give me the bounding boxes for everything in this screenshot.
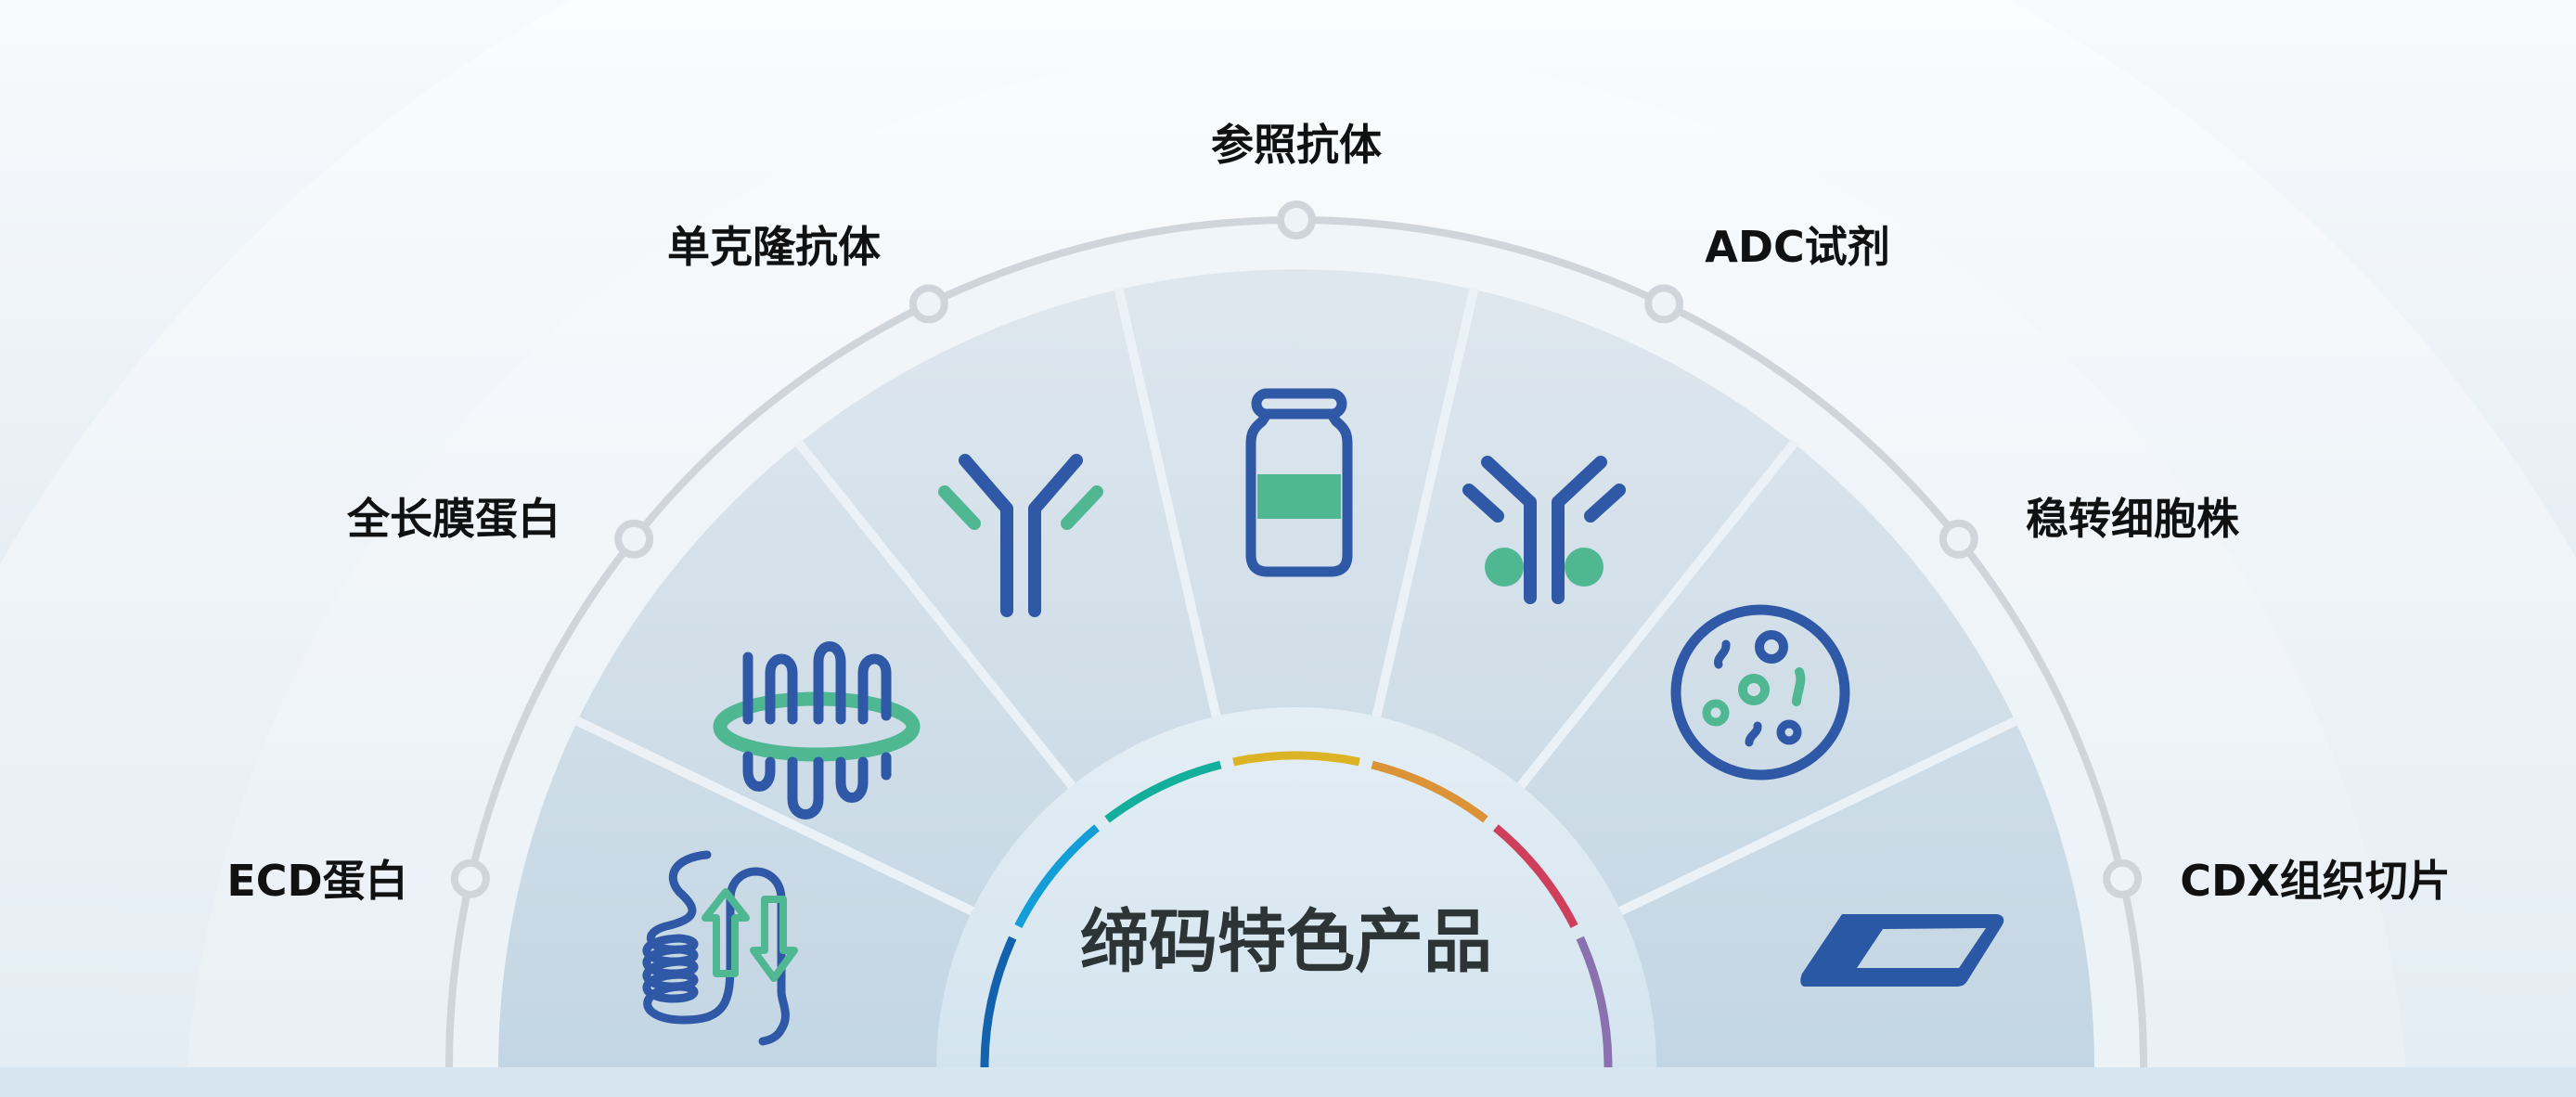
ring-node-dot bbox=[1938, 519, 1978, 559]
bottom-strip bbox=[0, 1067, 2576, 1097]
tissue-slide-icon bbox=[1800, 914, 2004, 987]
color-arc-segment bbox=[1232, 751, 1360, 767]
cell-icon bbox=[1670, 604, 1850, 781]
label-adc-reagent[interactable]: ADC试剂 bbox=[1705, 222, 1890, 272]
label-full-length-membrane-protein[interactable]: 全长膜蛋白 bbox=[346, 494, 560, 544]
sector-divider bbox=[1612, 716, 2019, 919]
sector-divider bbox=[573, 716, 981, 919]
label-reference-antibody[interactable]: 参照抗体 bbox=[1211, 120, 1382, 170]
center-title: 缔码特色产品 bbox=[1080, 902, 1492, 982]
label-stable-cell-line[interactable]: 稳转细胞株 bbox=[2026, 494, 2240, 544]
adc-antibody-icon bbox=[1462, 456, 1626, 604]
sector-divider bbox=[1114, 286, 1223, 725]
color-arc-segment bbox=[1493, 824, 1578, 928]
label-monoclonal-antibody[interactable]: 单克隆抗体 bbox=[667, 222, 881, 272]
ring-node-dot bbox=[1644, 284, 1684, 324]
antibody-icon bbox=[938, 454, 1103, 617]
sector-divider bbox=[1513, 438, 1799, 795]
ring-node-dot bbox=[614, 519, 654, 559]
ring-node-dot bbox=[2103, 858, 2143, 898]
color-arc-segment bbox=[1371, 760, 1488, 823]
center-hub bbox=[936, 707, 1656, 1067]
protein-helix-icon bbox=[642, 850, 798, 1046]
ring-node-dot bbox=[908, 284, 948, 324]
color-arc-segment bbox=[1576, 936, 1613, 1068]
ring-node-dot bbox=[450, 858, 490, 898]
sector-area bbox=[498, 269, 2094, 1067]
label-cdx-tissue-section[interactable]: CDX组织切片 bbox=[2180, 856, 2450, 906]
vial-icon bbox=[1245, 388, 1353, 577]
sector-divider bbox=[793, 438, 1080, 795]
color-arc-segment bbox=[1104, 760, 1222, 823]
color-arc-segment bbox=[980, 936, 1017, 1068]
label-ecd-protein[interactable]: ECD蛋白 bbox=[226, 856, 407, 906]
color-arc-segment bbox=[1014, 824, 1100, 928]
ring-node-dot bbox=[1277, 200, 1316, 239]
membrane-protein-icon bbox=[713, 641, 921, 820]
sector-divider bbox=[1370, 286, 1479, 725]
